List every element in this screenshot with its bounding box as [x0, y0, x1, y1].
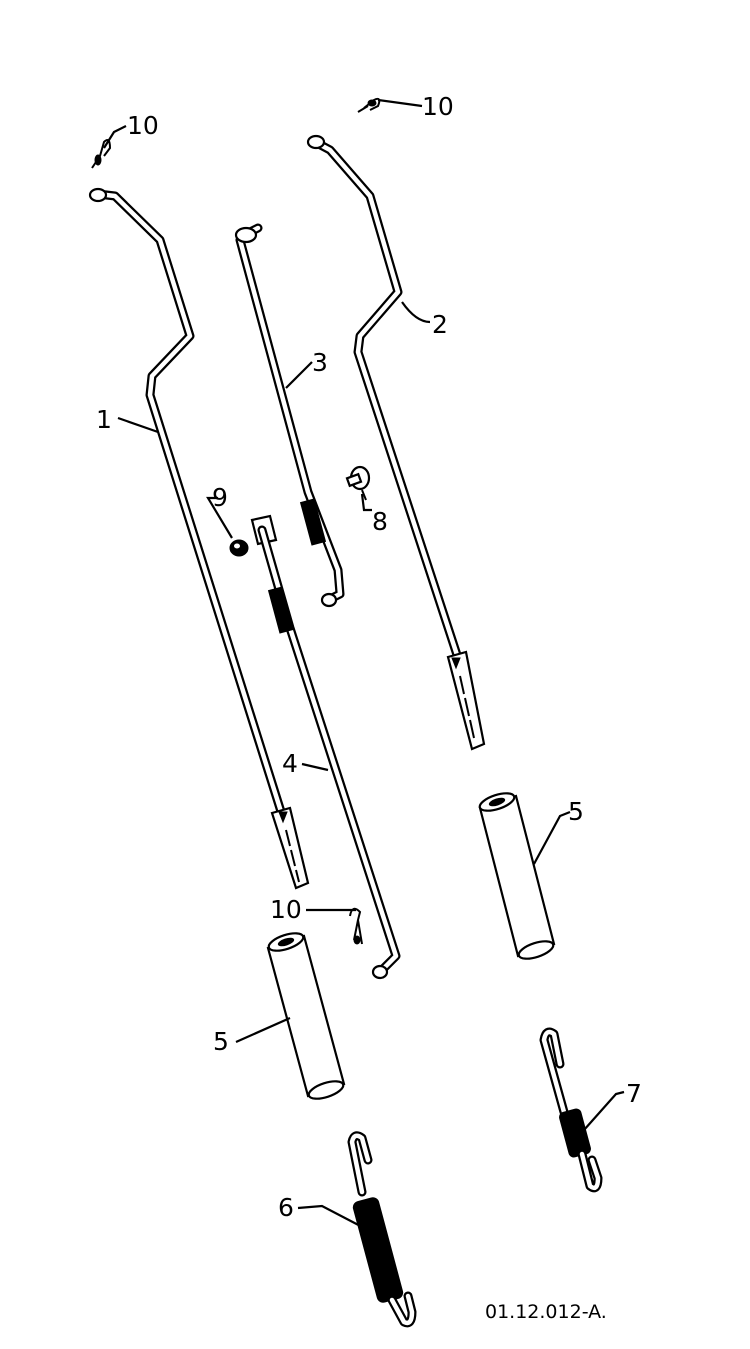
callout-part-5-left: 5 — [213, 1027, 229, 1056]
callout-part-1: 1 — [96, 405, 112, 434]
rod-part-3 — [234, 223, 345, 608]
nut-part-9 — [229, 539, 249, 557]
clip-part-10-top-right — [357, 97, 381, 113]
callout-part-7: 7 — [626, 1079, 642, 1108]
reference-code: 01.12.012-A. — [485, 1301, 607, 1323]
callout-part-6: 6 — [278, 1193, 294, 1222]
callout-part-2: 2 — [432, 310, 448, 339]
callouts: 10 10 2 3 1 9 8 4 5 10 5 6 7 — [96, 92, 642, 1222]
callout-part-8: 8 — [372, 507, 388, 536]
spring-part-7 — [539, 1027, 603, 1193]
callout-part-10-top-right: 10 — [422, 92, 454, 121]
rod-part-2-markings — [451, 657, 475, 739]
roller-part-5-right — [478, 792, 556, 960]
spring-part-6 — [347, 1131, 417, 1328]
clip-part-10-bottom — [349, 907, 363, 945]
callout-part-10-bottom: 10 — [270, 895, 302, 924]
callout-part-5-right: 5 — [568, 797, 584, 826]
callout-part-4: 4 — [282, 749, 298, 778]
rod-part-4 — [250, 514, 401, 980]
pin-part-8 — [345, 465, 371, 501]
rod-part-2 — [306, 134, 486, 751]
leader-lines — [103, 98, 625, 1231]
roller-part-5-left — [266, 932, 346, 1100]
callout-part-3: 3 — [312, 348, 328, 377]
callout-part-9: 9 — [212, 483, 228, 512]
rod-part-1-markings — [278, 811, 300, 883]
callout-part-10-top-left: 10 — [127, 111, 159, 140]
rod-part-1 — [88, 187, 310, 890]
